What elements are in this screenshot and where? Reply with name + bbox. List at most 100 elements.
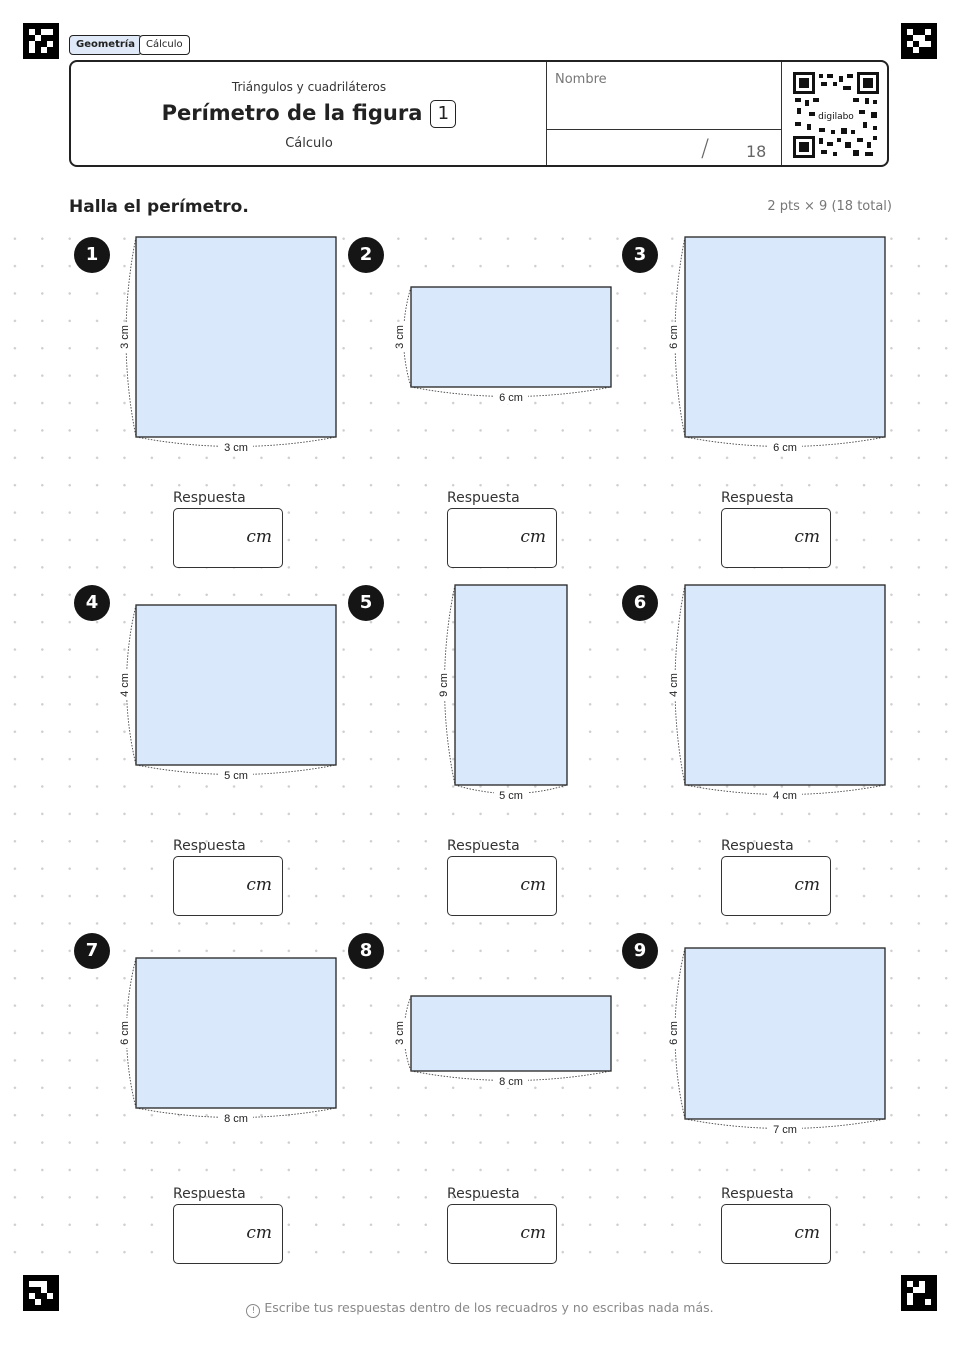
problem-number-2: 2: [348, 237, 384, 273]
height-label-2: 3 cm: [394, 325, 406, 349]
figure-9: 6 cm 7 cm: [666, 947, 886, 1136]
width-arc-5: [454, 784, 568, 794]
rectangle-3: [684, 236, 886, 438]
rectangle-1: [135, 236, 337, 438]
answer-label-3: Respuesta: [721, 490, 794, 506]
width-label-3: 6 cm: [773, 442, 797, 454]
width-arc-4: [135, 764, 337, 775]
answer-unit: cm: [520, 1223, 546, 1243]
corner-marker-bottom-right: [901, 1275, 937, 1311]
width-arc-3: [684, 436, 886, 447]
answer-box-5[interactable]: cm: [447, 856, 557, 916]
problem-number-7: 7: [74, 933, 110, 969]
answer-label-7: Respuesta: [173, 1186, 246, 1202]
answer-unit: cm: [246, 875, 272, 895]
qr-label: digilabo: [818, 112, 854, 122]
width-arc-6: [684, 784, 886, 795]
figure-3: 6 cm 6 cm: [666, 236, 886, 454]
problem-number-3: 3: [622, 237, 658, 273]
width-arc-1: [135, 436, 337, 447]
header-divider: [546, 62, 547, 165]
problem-number-5: 5: [348, 585, 384, 621]
height-label-3: 6 cm: [668, 325, 680, 349]
rectangle-5: [454, 584, 568, 786]
corner-marker-top-right: [901, 23, 937, 59]
footer-text: Escribe tus respuestas dentro de los rec…: [264, 1300, 714, 1315]
header-divider: [781, 62, 782, 165]
worksheet-number: 1: [430, 100, 457, 128]
tag-calculation: Cálculo: [139, 35, 190, 55]
height-label-5: 9 cm: [438, 673, 450, 697]
answer-unit: cm: [794, 875, 820, 895]
figure-6: 4 cm 4 cm: [666, 584, 886, 802]
rectangle-2: [410, 286, 612, 388]
width-label-8: 8 cm: [499, 1076, 523, 1088]
height-label-8: 3 cm: [394, 1021, 406, 1045]
qr-code-icon: digilabo: [793, 72, 879, 158]
rectangle-6: [684, 584, 886, 786]
figure-1: 3 cm 3 cm: [117, 236, 337, 454]
answer-box-2[interactable]: cm: [447, 508, 557, 568]
height-label-1: 3 cm: [119, 325, 131, 349]
height-arc-2: [403, 286, 412, 388]
width-label-9: 7 cm: [773, 1124, 797, 1136]
worksheet-category: Cálculo: [285, 136, 333, 151]
width-arc-9: [684, 1118, 886, 1129]
height-arc-3: [674, 236, 686, 438]
problem-number-1: 1: [74, 237, 110, 273]
width-label-7: 8 cm: [224, 1113, 248, 1125]
width-label-5: 5 cm: [499, 790, 523, 802]
rectangle-7: [135, 957, 337, 1109]
points-info: 2 pts × 9 (18 total): [767, 199, 892, 214]
height-label-4: 4 cm: [119, 673, 131, 697]
answer-box-3[interactable]: cm: [721, 508, 831, 568]
answer-label-4: Respuesta: [173, 838, 246, 854]
score-total: 18: [746, 142, 767, 161]
answer-unit: cm: [794, 1223, 820, 1243]
height-arc-5: [444, 584, 456, 786]
width-label-4: 5 cm: [224, 770, 248, 782]
answer-unit: cm: [520, 527, 546, 547]
worksheet-title: Perímetro de la figura 1: [71, 100, 547, 128]
info-icon: !: [246, 1304, 261, 1318]
width-arc-2: [410, 386, 612, 397]
answer-box-9[interactable]: cm: [721, 1204, 831, 1264]
figure-2: 3 cm 6 cm: [392, 286, 612, 404]
answer-box-1[interactable]: cm: [173, 508, 283, 568]
worksheet-header: Triángulos y cuadriláteros Perímetro de …: [69, 60, 889, 167]
rectangle-9: [684, 947, 886, 1120]
score-slash: /: [701, 134, 710, 162]
answer-label-9: Respuesta: [721, 1186, 794, 1202]
problem-number-4: 4: [74, 585, 110, 621]
name-field-label: Nombre: [555, 72, 607, 87]
answer-unit: cm: [794, 527, 820, 547]
height-arc-1: [125, 236, 137, 438]
footer-note: !Escribe tus respuestas dentro de los re…: [0, 1300, 960, 1318]
width-arc-7: [135, 1107, 337, 1118]
answer-unit: cm: [520, 875, 546, 895]
answer-box-7[interactable]: cm: [173, 1204, 283, 1264]
instruction-text: Halla el perímetro.: [69, 197, 249, 217]
worksheet-title-text: Perímetro de la figura: [161, 101, 423, 125]
answer-label-6: Respuesta: [721, 838, 794, 854]
header-divider: [546, 129, 781, 130]
answer-unit: cm: [246, 1223, 272, 1243]
width-label-1: 3 cm: [224, 442, 248, 454]
answer-box-8[interactable]: cm: [447, 1204, 557, 1264]
width-label-2: 6 cm: [499, 392, 523, 404]
answer-label-8: Respuesta: [447, 1186, 520, 1202]
answer-box-4[interactable]: cm: [173, 856, 283, 916]
answer-label-1: Respuesta: [173, 490, 246, 506]
footer-background: [0, 1272, 960, 1358]
height-arc-4: [126, 604, 137, 766]
answer-box-6[interactable]: cm: [721, 856, 831, 916]
rectangle-8: [410, 995, 612, 1072]
figure-5: 9 cm 5 cm: [436, 584, 568, 802]
problem-number-6: 6: [622, 585, 658, 621]
answer-label-2: Respuesta: [447, 490, 520, 506]
worksheet-subtitle: Triángulos y cuadriláteros: [231, 80, 387, 94]
width-label-6: 4 cm: [773, 790, 797, 802]
height-label-6: 4 cm: [668, 673, 680, 697]
answer-label-5: Respuesta: [447, 838, 520, 854]
